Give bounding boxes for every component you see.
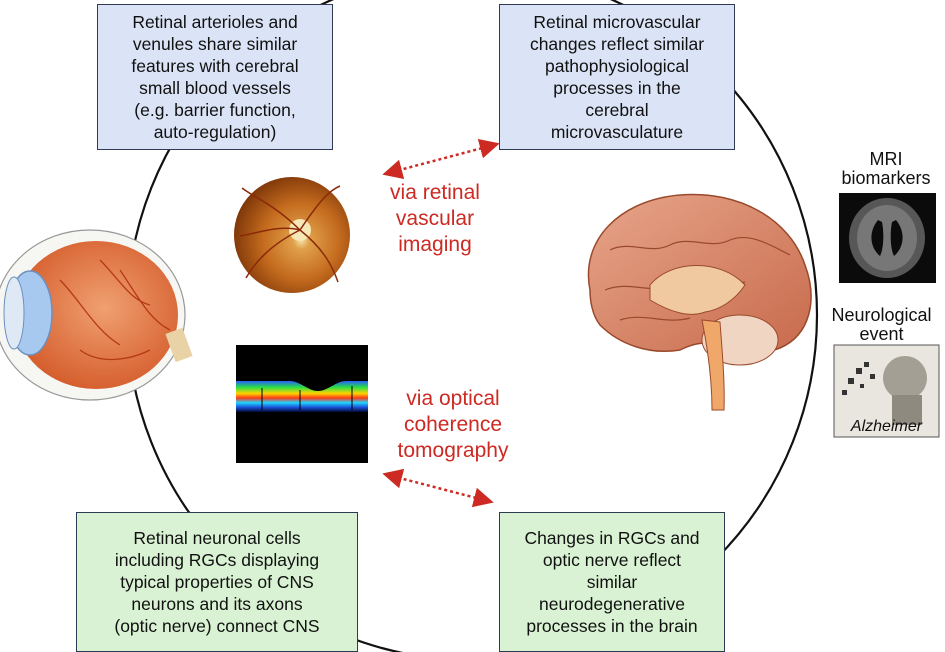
alzheimer-portrait-image [833, 344, 940, 438]
box-retinal-neuronal-cells: Retinal neuronal cells including RGCs di… [76, 512, 358, 652]
box-rgc-changes: Changes in RGCs and optic nerve reflect … [499, 512, 725, 652]
label-via-optical-coherence-tomography: via optical coherence tomography [397, 387, 509, 462]
label-alzheimer: Alzheimer [850, 418, 923, 435]
brain-illustration [587, 193, 812, 411]
box-retinal-microvascular: Retinal microvascular changes reflect si… [499, 4, 735, 150]
label-mri-biomarkers: MRI biomarkers [841, 149, 931, 188]
label-neurological-event: Neurological event [831, 305, 932, 344]
dotted-arrow-top [382, 138, 500, 180]
eye-illustration [0, 229, 193, 401]
mri-scan-image [839, 193, 936, 283]
dotted-arrow-bottom [382, 468, 494, 508]
fundus-image [234, 176, 350, 294]
oct-scan-image [236, 345, 368, 463]
label-via-retinal-vascular-imaging: via retinal vascular imaging [390, 181, 480, 256]
box-retinal-arterioles: Retinal arterioles and venules share sim… [97, 4, 333, 150]
